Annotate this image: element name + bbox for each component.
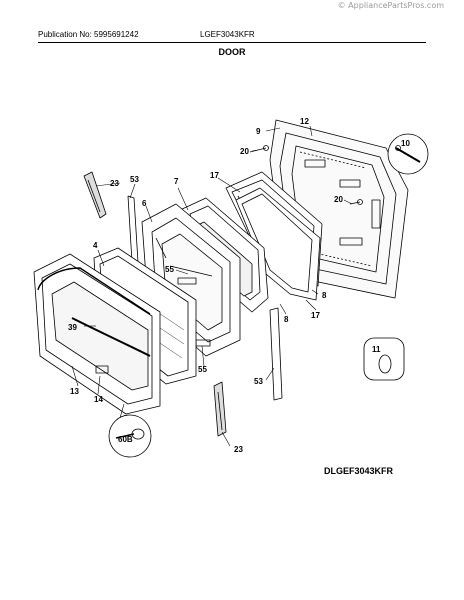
callout-4: 4 [93, 241, 98, 250]
header-rule [38, 42, 426, 43]
callout-8-middle: 8 [284, 315, 289, 324]
callout-12: 12 [300, 117, 309, 126]
part-gasket-strip-right [269, 307, 283, 401]
callout-9: 9 [256, 127, 261, 136]
part-11-inset [363, 337, 405, 381]
callout-39: 39 [68, 323, 77, 332]
callout-11: 11 [372, 345, 381, 354]
part-gasket-strip-left [127, 195, 139, 263]
callout-8-right: 8 [322, 291, 327, 300]
callout-23-bottom: 23 [234, 445, 243, 454]
callout-17-lower: 17 [311, 311, 320, 320]
callout-7: 7 [174, 177, 179, 186]
leader-lines [71, 125, 353, 447]
callout-20-upper: 20 [240, 147, 249, 156]
watermark: © AppliancePartsPros.com [337, 1, 444, 10]
callout-53-lower: 53 [254, 377, 263, 386]
publication-number: Publication No: 5995691242 [38, 30, 139, 39]
part-hinge-left [83, 171, 107, 219]
part-10-inset [387, 133, 429, 175]
section-title: DOOR [218, 47, 246, 57]
callout-20-lower: 20 [334, 195, 343, 204]
callout-14: 14 [94, 395, 103, 404]
callout-6: 6 [142, 199, 147, 208]
part-hinge-right [213, 381, 227, 437]
callout-10: 10 [401, 139, 410, 148]
part-60b-inset [108, 414, 152, 458]
callout-23-left: 23 [110, 179, 119, 188]
model-number-footer: DLGEF3043KFR [324, 466, 394, 476]
callout-60b: 60B [118, 435, 133, 444]
model-number-header: LGEF3043KFR [200, 30, 255, 39]
callout-13: 13 [70, 387, 79, 396]
callout-55-upper: 55 [165, 265, 174, 274]
callout-55-lower: 55 [198, 365, 207, 374]
part-outer-door [33, 253, 161, 415]
callout-53-upper: 53 [130, 175, 139, 184]
callout-17-upper: 17 [210, 171, 219, 180]
